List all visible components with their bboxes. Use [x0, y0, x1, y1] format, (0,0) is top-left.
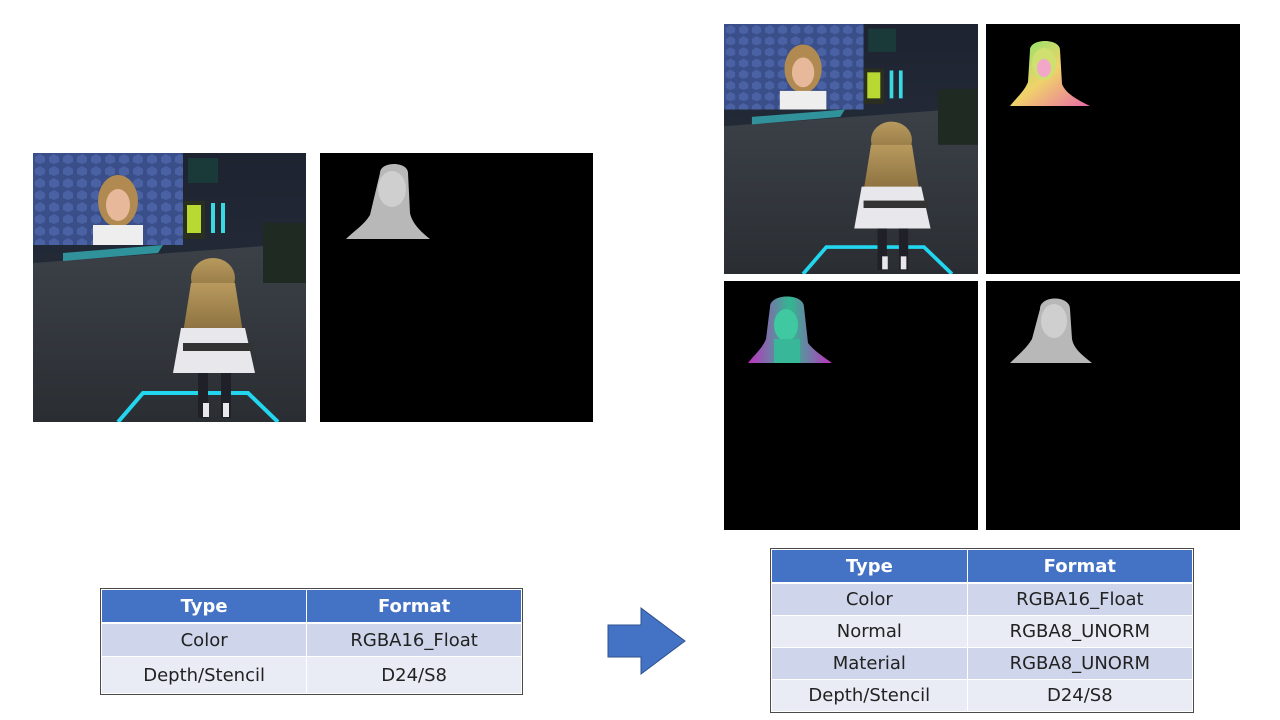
table-row: Depth/Stencil D24/S8	[772, 680, 1193, 712]
type-cell: Depth/Stencil	[772, 680, 968, 712]
format-cell: RGBA8_UNORM	[967, 648, 1192, 680]
after-format-table: Type Format Color RGBA16_Float Normal RG…	[771, 549, 1193, 712]
type-cell: Depth/Stencil	[102, 657, 307, 694]
header-format: Format	[307, 590, 522, 624]
table-row: Material RGBA8_UNORM	[772, 648, 1193, 680]
table-row: Color RGBA16_Float	[102, 623, 522, 657]
format-cell: RGBA16_Float	[307, 623, 522, 657]
format-cell: D24/S8	[967, 680, 1192, 712]
after-material-buffer	[724, 281, 978, 530]
before-depth-buffer	[320, 153, 593, 422]
table-row: Depth/Stencil D24/S8	[102, 657, 522, 694]
before-format-table: Type Format Color RGBA16_Float Depth/Ste…	[101, 589, 522, 694]
table-header-row: Type Format	[772, 550, 1193, 584]
after-normal-buffer	[986, 24, 1240, 274]
header-type: Type	[102, 590, 307, 624]
table-row: Normal RGBA8_UNORM	[772, 616, 1193, 648]
header-type: Type	[772, 550, 968, 584]
after-depth-buffer	[986, 281, 1240, 530]
type-cell: Color	[102, 623, 307, 657]
depth-render-image	[320, 153, 593, 422]
table-row: Color RGBA16_Float	[772, 583, 1193, 616]
after-color-buffer	[724, 24, 978, 274]
right-arrow-icon	[607, 607, 687, 675]
scene-render-image	[33, 153, 306, 422]
format-cell: RGBA8_UNORM	[967, 616, 1192, 648]
type-cell: Material	[772, 648, 968, 680]
material-render-image	[724, 281, 978, 530]
table-header-row: Type Format	[102, 590, 522, 624]
header-format: Format	[967, 550, 1192, 584]
before-color-buffer	[33, 153, 306, 422]
scene-render-image	[724, 24, 978, 274]
type-cell: Color	[772, 583, 968, 616]
format-cell: RGBA16_Float	[967, 583, 1192, 616]
depth-render-image	[986, 281, 1240, 530]
format-cell: D24/S8	[307, 657, 522, 694]
type-cell: Normal	[772, 616, 968, 648]
normal-render-image	[986, 24, 1240, 274]
